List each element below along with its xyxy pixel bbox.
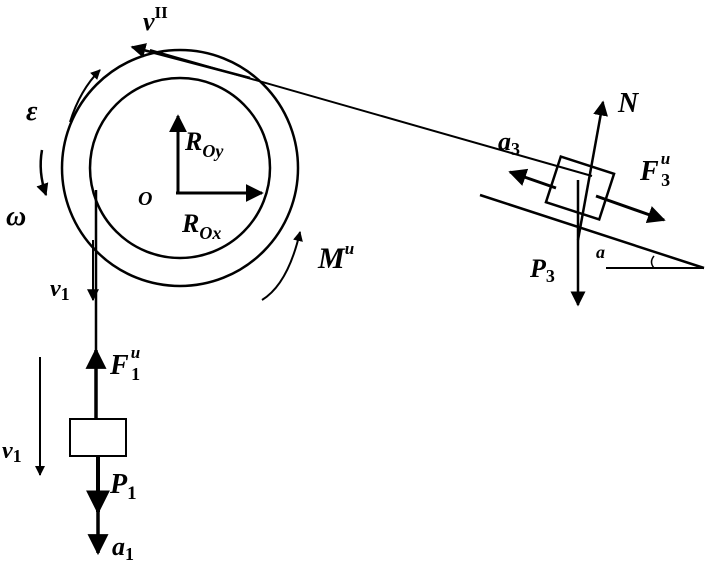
incline-surface (479, 193, 705, 270)
pulley-outer-rim (60, 48, 300, 288)
a3-acceleration-arrow (508, 168, 557, 190)
label-v-top: vII (143, 3, 168, 36)
label-a1: a1 (112, 532, 134, 564)
m-inertia-curved-arrow (261, 231, 303, 301)
label-p1: P1 (109, 469, 137, 504)
alpha-angle-arc (650, 255, 655, 269)
label-origin: O (138, 188, 152, 210)
label-v1-side: v1 (2, 438, 22, 466)
label-omega: ω (6, 201, 26, 232)
load-1-block (69, 418, 127, 457)
label-p3: P3 (529, 254, 555, 286)
label-r-ox: ROx (181, 209, 221, 243)
label-alpha: a (596, 242, 605, 262)
n-normal-arrow (576, 100, 608, 241)
label-a3: a3 (498, 127, 520, 159)
label-m-inertia: Mu (317, 239, 354, 275)
label-epsilon: ε (26, 96, 38, 127)
label-r-oy: ROy (184, 127, 224, 161)
epsilon-curved-arrow (69, 69, 101, 123)
label-n: N (617, 88, 640, 119)
label-v1-cable: v1 (50, 276, 70, 304)
upper-velocity-arrow (130, 43, 251, 80)
f3-inertia-arrow (595, 194, 666, 224)
pulley-inner-drum (88, 76, 272, 260)
omega-curved-arrow (36, 149, 49, 197)
load-3-block (544, 154, 616, 222)
